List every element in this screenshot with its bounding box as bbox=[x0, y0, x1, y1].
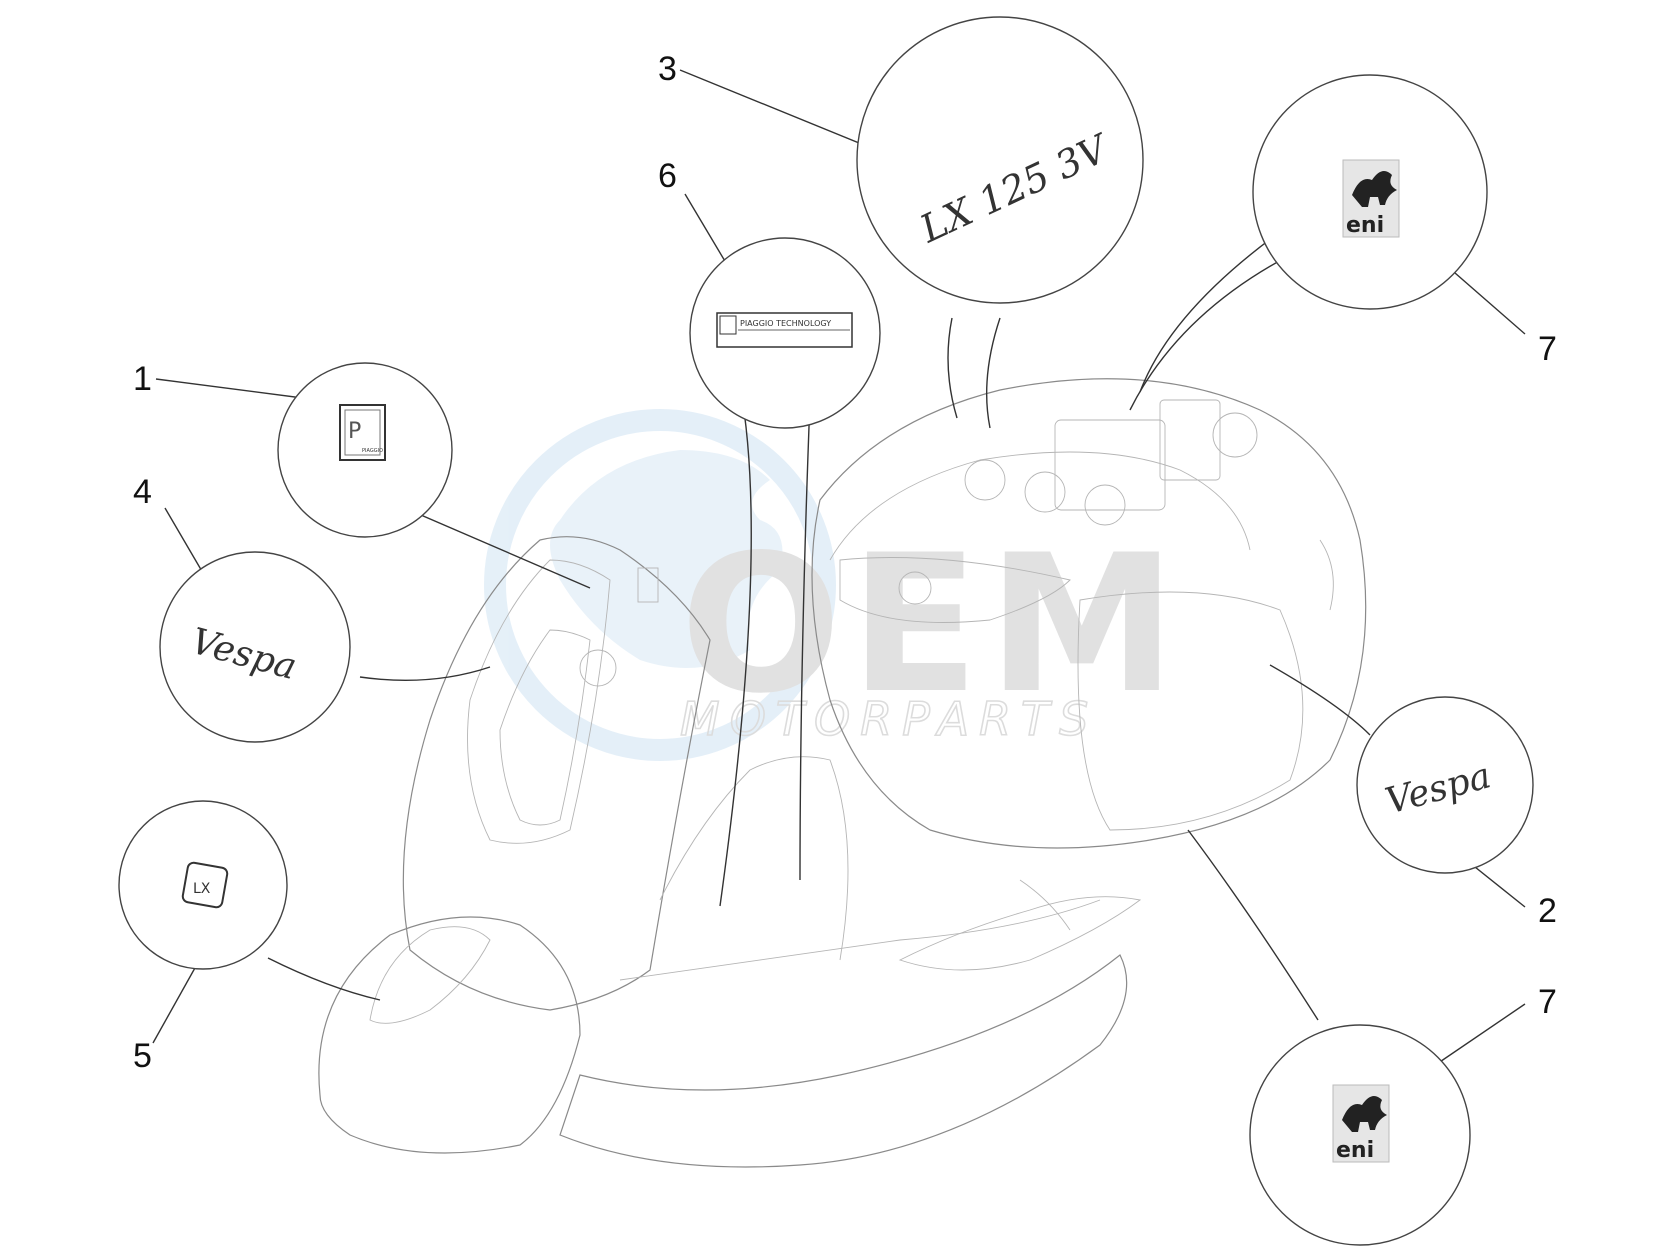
watermark-brand: OEM bbox=[680, 514, 1184, 735]
callout-number-6: 6 bbox=[658, 157, 677, 195]
watermark-globe bbox=[484, 409, 836, 761]
scooter-body bbox=[318, 378, 1367, 1168]
watermark-globe-land bbox=[550, 450, 783, 668]
bubble-7-bottom: eni bbox=[1249, 1024, 1471, 1246]
piaggio-technology-label: PIAGGIO TECHNOLOGY bbox=[740, 319, 831, 328]
bubble-6: PIAGGIO TECHNOLOGY bbox=[689, 237, 881, 429]
svg-text:P: P bbox=[348, 419, 361, 444]
callout-number-7-bottom: 7 bbox=[1538, 983, 1557, 1021]
callout-number-3: 3 bbox=[658, 50, 677, 88]
watermark-tagline: MOTORPARTS bbox=[680, 692, 1098, 746]
callout-numbers: 1 2 3 4 5 6 7 7 bbox=[133, 50, 1557, 1075]
bubble-7-top: eni bbox=[1252, 74, 1488, 310]
callout-number-1: 1 bbox=[133, 360, 152, 398]
piaggio-small-label: PIAGGIO bbox=[362, 448, 383, 454]
watermark: OEM MOTORPARTS bbox=[484, 409, 1184, 761]
bubble-1: P PIAGGIO bbox=[277, 362, 453, 538]
leader-lines bbox=[152, 69, 1526, 1071]
bubble-5: LX bbox=[118, 800, 288, 970]
bubble-4: Vespa bbox=[159, 551, 351, 743]
callout-number-4: 4 bbox=[133, 473, 152, 511]
bubble-2: Vespa bbox=[1356, 696, 1534, 874]
callout-number-7-top: 7 bbox=[1538, 330, 1557, 368]
eni-label-bottom: eni bbox=[1336, 1138, 1374, 1163]
eni-label-top: eni bbox=[1346, 213, 1384, 238]
callout-number-2: 2 bbox=[1538, 892, 1557, 930]
lx-badge-label: LX bbox=[193, 881, 211, 897]
callout-number-5: 5 bbox=[133, 1037, 152, 1075]
bubble-3: LX 125 3V bbox=[856, 16, 1144, 304]
